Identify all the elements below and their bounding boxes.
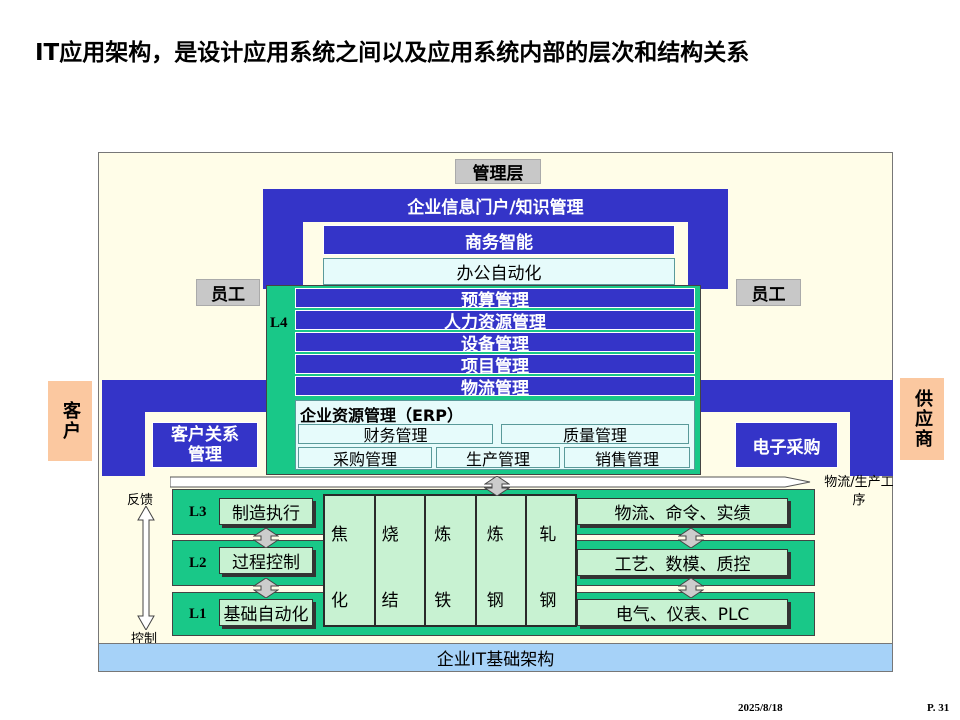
process-col-steelmaking: 炼 钢: [476, 496, 528, 625]
l1-level: L1: [189, 606, 207, 622]
process-col-rolling: 轧 钢: [527, 496, 577, 625]
erp-quality: 质量管理: [501, 424, 689, 445]
arrow-l2-l1-right: [678, 578, 704, 598]
erp-u-top-right: [700, 380, 893, 412]
process-rolling-bottom: 钢: [539, 591, 557, 611]
supplier-text: 供应商: [912, 389, 933, 449]
arrow-l2-l1-left: [253, 578, 279, 598]
process-col-sintering: 烧 结: [375, 496, 427, 625]
process-sintering-bottom: 结: [381, 591, 399, 611]
l2-process-control: 过程控制: [219, 547, 313, 574]
process-columns: 焦 化 烧 结 炼 铁 炼 钢 轧 钢: [323, 494, 577, 627]
feedback-control-arrow: [137, 506, 155, 630]
l1-basic-automation: 基础自动化: [219, 599, 313, 626]
employee-right-label: 员工: [736, 279, 801, 306]
crm-text: 客户关系管理: [171, 425, 239, 465]
erp-finance: 财务管理: [298, 424, 493, 445]
l2-level: L2: [189, 555, 207, 571]
crm-box: 客户关系管理: [152, 422, 258, 468]
erp-sales: 销售管理: [564, 447, 690, 469]
infrastructure-bar: 企业IT基础架构: [98, 643, 893, 672]
process-coking-bottom: 化: [331, 591, 348, 611]
module-equipment: 设备管理: [295, 332, 695, 355]
eprocurement-box: 电子采购: [735, 422, 838, 468]
process-ironmaking-bottom: 铁: [434, 591, 452, 611]
process-rolling-top: 轧: [539, 525, 557, 545]
process-sintering-top: 烧: [381, 525, 399, 545]
process-steelmaking-top: 炼: [486, 525, 504, 545]
l3-manufacturing-execution: 制造执行: [219, 498, 313, 525]
erp-production: 生产管理: [436, 447, 560, 469]
logistics-process-label: 物流/生产工序: [824, 473, 894, 511]
arrow-l4-l3: [484, 476, 510, 496]
module-project: 项目管理: [295, 354, 695, 377]
process-coking-top: 焦: [331, 525, 348, 545]
l2-right-label: 工艺、数模、质控: [577, 549, 788, 576]
arrow-l3-l2-left: [253, 528, 279, 548]
logistics-process-text: 物流/生产工序: [824, 475, 894, 508]
footer-date: 2025/8/18: [738, 702, 783, 714]
customer-label: 客户: [48, 381, 92, 461]
l1-right-label: 电气、仪表、PLC: [577, 599, 788, 626]
supplier-label: 供应商: [900, 378, 944, 460]
footer-page: P. 31: [927, 702, 950, 714]
oa-bar: 办公自动化: [323, 258, 675, 285]
l4-label: L4: [270, 315, 288, 331]
erp-u-top-left: [102, 380, 267, 412]
module-budget: 预算管理: [295, 288, 695, 311]
l3-right-label: 物流、命令、实绩: [577, 498, 788, 525]
portal-bar: 企业信息门户/知识管理: [263, 189, 728, 222]
feedback-label: 反馈: [127, 493, 154, 508]
l3-level: L3: [189, 504, 207, 520]
management-layer-label: 管理层: [455, 159, 541, 184]
process-col-coking: 焦 化: [325, 496, 376, 625]
customer-text: 客户: [60, 401, 81, 441]
slide-title: IT应用架构，是设计应用系统之间以及应用系统内部的层次和结构关系: [35, 40, 750, 66]
process-ironmaking-top: 炼: [434, 525, 452, 545]
process-col-ironmaking: 炼 铁: [426, 496, 477, 625]
arrow-l3-l2-right: [678, 528, 704, 548]
bi-bar: 商务智能: [323, 225, 675, 255]
employee-left-label: 员工: [196, 279, 260, 306]
erp-purchasing: 采购管理: [298, 447, 432, 469]
module-hr: 人力资源管理: [295, 310, 695, 333]
erp-title: 企业资源管理（ERP）: [300, 406, 463, 425]
process-steelmaking-bottom: 钢: [486, 591, 504, 611]
module-logistics: 物流管理: [295, 376, 695, 399]
